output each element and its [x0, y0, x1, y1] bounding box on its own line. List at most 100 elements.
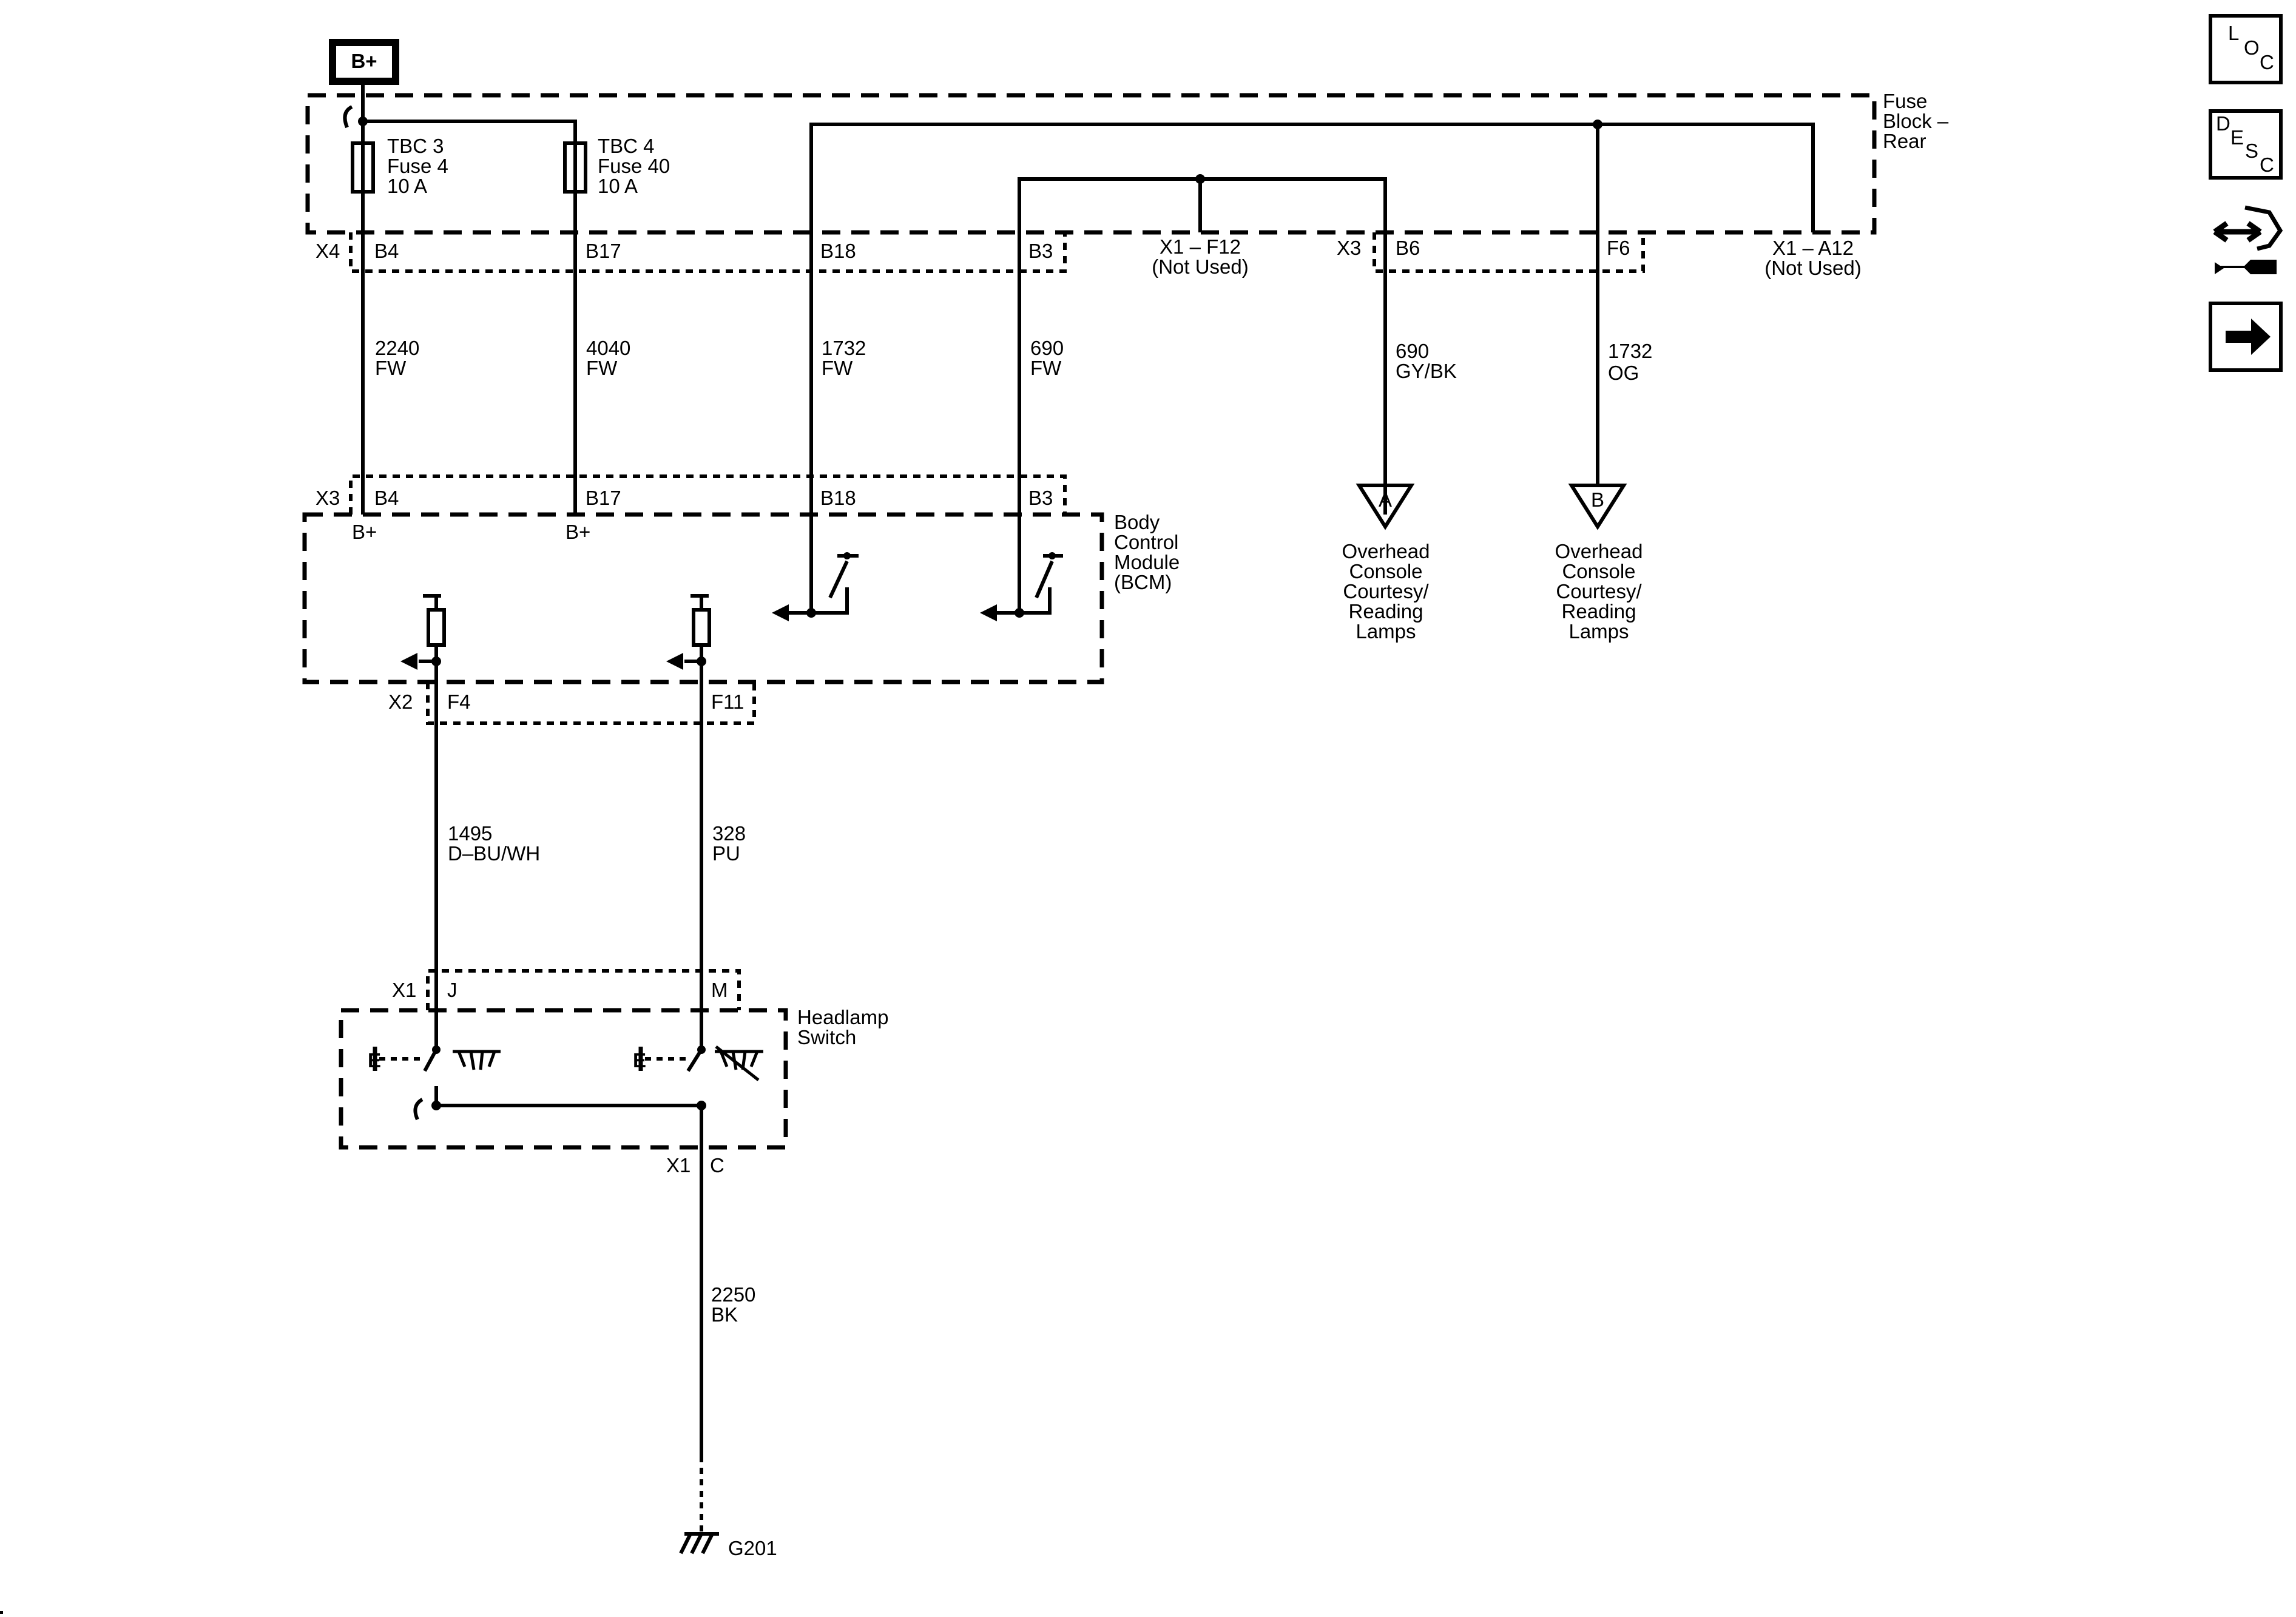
splice-switch-m	[697, 1101, 706, 1110]
next-page-button[interactable]	[2209, 302, 2283, 372]
splice-bcm-f4	[431, 657, 441, 666]
bcm-switch-b3	[1035, 560, 1054, 599]
bcm-bplus-1: B+	[352, 521, 377, 543]
offpage-connector-b-triangle	[1568, 484, 1627, 530]
bcm-pin-b3: B3	[1028, 487, 1053, 509]
headlamp-icon	[715, 1045, 763, 1081]
connector-x2-label: X2	[388, 690, 413, 713]
actuator-e-label-2: E	[633, 1049, 646, 1072]
splice-switch-j	[431, 1101, 441, 1110]
bcm-pin-f11: F11	[711, 690, 744, 713]
connector-wrench-icon	[2213, 205, 2283, 274]
switch-pin-c: C	[710, 1154, 724, 1176]
bcm-input-b3	[1019, 587, 1052, 615]
bcm-driver-f4-symbol	[427, 608, 446, 647]
bcm-pin-b17: B17	[586, 487, 621, 509]
connector-x3-fuse-outline	[1373, 232, 1645, 273]
fuse-block-rear-box	[305, 93, 1877, 235]
switch-bottom-connector-label: X1	[666, 1154, 690, 1176]
x1-f12-not-used: X1 – F12(Not Used)	[1152, 235, 1249, 278]
fuse-pin-b17: B17	[586, 240, 621, 262]
loc-letter-l: L	[2228, 22, 2239, 44]
desc-letter-s: S	[2245, 140, 2258, 162]
bcm-output-f4-top	[423, 594, 441, 610]
loc-letter-c: C	[2260, 51, 2274, 73]
fuse-pin-f6: F6	[1607, 237, 1630, 259]
offpage-b-letter: B	[1591, 488, 1604, 511]
fuse-bus-wire	[363, 120, 577, 143]
bcm-bplus-2: B+	[566, 521, 590, 543]
fuse-pin-b18: B18	[820, 240, 856, 262]
bcm-input-b18	[811, 587, 849, 615]
headlamp-switch-hook-symbol	[413, 1098, 424, 1121]
b-plus-label: B+	[351, 50, 377, 72]
connector-tool-button[interactable]	[2210, 201, 2283, 281]
splice-switch-j-top	[432, 1045, 441, 1054]
offpage-connector-a-triangle	[1356, 484, 1415, 530]
fuse-pin-b6: B6	[1396, 237, 1420, 259]
wire-1732-loop	[809, 123, 1815, 613]
bcm-pin-b4: B4	[374, 487, 399, 509]
offpage-a-letter: A	[1379, 488, 1392, 511]
splice-switch-m-top	[697, 1045, 706, 1054]
b-plus-hook-symbol	[343, 105, 353, 129]
bcm-output-f11-top	[690, 594, 709, 610]
page-corner-mark	[0, 1611, 3, 1614]
loc-button[interactable]: L O C	[2209, 14, 2283, 84]
connector-x3-bcm-outline	[349, 474, 1067, 515]
loc-letter-o: O	[2244, 36, 2260, 59]
connector-x3-fuse-label: X3	[1337, 237, 1361, 259]
x1-a12-not-used: X1 – A12(Not Used)	[1764, 237, 1862, 279]
switch-pin-j: J	[447, 979, 458, 1001]
ground-symbol	[679, 1532, 719, 1555]
bcm-input-b3-arrow	[980, 604, 997, 621]
arrow-right-icon	[2226, 319, 2271, 355]
body-control-module-box	[302, 512, 1104, 684]
bcm-driver-f11-symbol	[692, 608, 711, 647]
actuator-e-label-1: E	[368, 1049, 381, 1072]
fuse-pin-b4: B4	[374, 240, 399, 262]
splice-690	[1195, 174, 1205, 184]
splice-b-plus	[358, 116, 368, 126]
bcm-output-f11-arrow	[666, 653, 683, 670]
desc-letter-c: C	[2260, 154, 2274, 176]
headlamp-switch-box	[339, 1008, 788, 1150]
fuse-pin-b3: B3	[1028, 240, 1053, 262]
bcm-output-f4-arrow	[400, 653, 417, 670]
connector-x3-bcm-label: X3	[316, 487, 340, 509]
bcm-pin-f4: F4	[447, 690, 471, 713]
park-lamp-icon	[453, 1050, 501, 1070]
desc-letter-e: E	[2230, 126, 2244, 149]
desc-button[interactable]: D E S C	[2209, 109, 2283, 180]
bcm-switch-b3-pivot	[1048, 552, 1056, 559]
splice-bcm-f11	[697, 657, 706, 666]
connector-x1-switch-outline	[426, 969, 741, 1010]
bcm-input-b3-arrow-line	[996, 611, 1020, 615]
bcm-switch-b18-pivot	[843, 552, 851, 559]
bcm-input-b18-arrow	[772, 604, 789, 621]
desc-letter-d: D	[2216, 112, 2230, 135]
b-plus-box	[329, 39, 399, 85]
bcm-pin-b18: B18	[820, 487, 856, 509]
switch-pin-m: M	[711, 979, 728, 1001]
connector-x2-outline	[426, 682, 756, 725]
ground-g201-label: G201	[728, 1537, 777, 1559]
bcm-input-b18-arrow-line	[788, 611, 812, 615]
